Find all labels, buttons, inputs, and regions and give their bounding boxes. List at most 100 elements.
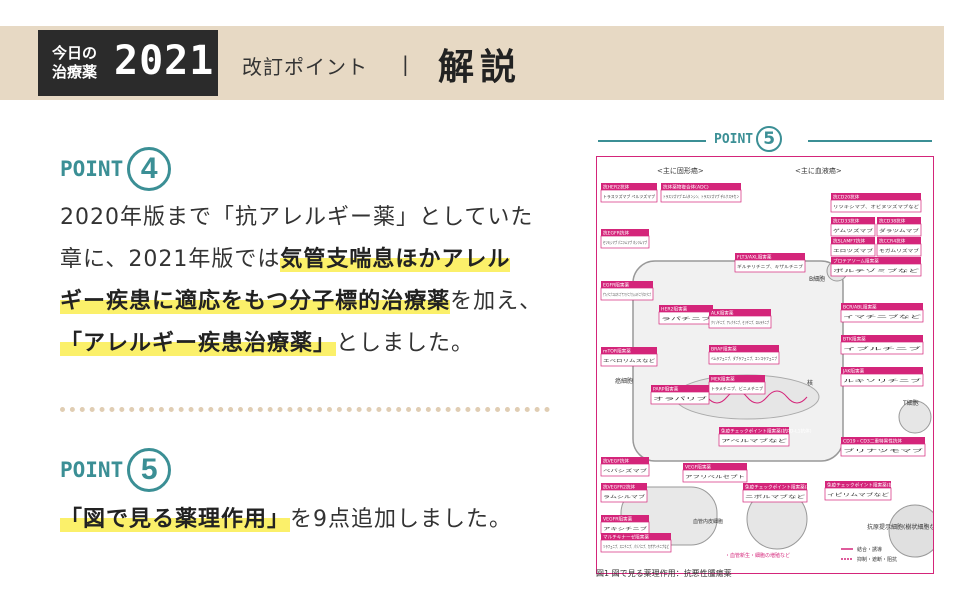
point4-line3-highlight: ギー疾患に適応をもつ分子標的治療薬 [60, 289, 451, 314]
figure-point-number: 5 [756, 126, 783, 152]
drug-box-title-bar [709, 345, 779, 352]
drug-box-title: 抗CCR4抗体 [879, 238, 906, 245]
header-subtitle: 改訂ポイント [242, 55, 368, 79]
drug-box-title: EGFR阻害薬 [603, 282, 629, 289]
drug-box-body [830, 243, 876, 257]
point4-line4: 「アレルギー疾患治療薬」としました。 [60, 323, 542, 365]
drug-box-body [734, 259, 806, 273]
drug-box-body [840, 443, 926, 457]
drug-box-title-bar [831, 257, 921, 264]
drug-box-body [600, 287, 654, 301]
drug-box-title-bar [601, 533, 671, 540]
drug-box: 免疫チェックポイント阻害薬(抗CTLA-4抗体) イピリムマブなど [824, 481, 921, 501]
drug-box-title: 抗CD38抗体 [879, 218, 906, 225]
point4-body: 2020年版まで「抗アレルギー薬」としていた 章に、2021年版では気管支喘息ほ… [60, 197, 542, 365]
hematologic-header: <主に血液癌> [795, 166, 842, 175]
drug-box-title-bar [841, 335, 923, 342]
drug-box-title-bar [841, 437, 925, 444]
drug-box-body [600, 353, 658, 367]
drug-box-title: MEK阻害薬 [711, 376, 735, 383]
drug-box-body [600, 235, 650, 249]
drug-box-title-bar [841, 303, 923, 310]
drug-box-title-bar [601, 183, 657, 190]
drug-box-title: CD19・CD3二重特異性抗体 [843, 438, 902, 445]
mechanism-diagram-svg: <主に固形癌> <主に血液癌> 癌細胞 核 血管内皮細胞 T細胞 抗原提示細胞(… [600, 166, 944, 563]
drug-box-body-text: トラメチニブ、ビニメチニブ [711, 385, 764, 392]
drug-box-title: ALK阻害薬 [711, 310, 734, 317]
drug-box: 免疫チェックポイント阻害薬(抗PD-L1抗体)アベルマブなど [718, 427, 812, 447]
point4-number-badge: 4 [127, 147, 172, 191]
drug-box-title-bar [601, 229, 649, 236]
page-title: 解説 [438, 47, 523, 88]
drug-box-title-bar [709, 309, 771, 316]
drug-box-body-text: オラパリブ [653, 395, 709, 402]
point4-label: POINT [60, 157, 124, 181]
drug-box-body-text: クリゾチニブ、アレクチニブ、セリチニブ、ロルラチニブ [711, 319, 769, 326]
drug-box-title: VEGF阻害薬 [685, 464, 711, 471]
point4-line1: 2020年版まで「抗アレルギー薬」としていた [60, 205, 534, 230]
drug-box-title: 免疫チェックポイント阻害薬(抗PD-1抗体) [745, 484, 833, 491]
drug-box-title-bar [831, 193, 921, 200]
drug-box-title-bar [841, 367, 923, 374]
book-logo: 今日の 治療薬 2021 [38, 30, 218, 96]
drug-box-title-bar [601, 347, 657, 354]
drug-box-title: 抗SLAMF7抗体 [833, 238, 865, 245]
point4-line2-highlight: 気管支喘息ほかアレル [280, 247, 511, 272]
drug-box-title-bar [709, 375, 765, 382]
figure-heading-line-right [808, 140, 932, 142]
drug-box-body-text: ギルテリチニブ、キザルチニブ [737, 263, 804, 270]
drug-box-body [840, 309, 924, 323]
drug-box-body-text: ベムラフェニブ、ダブラフェニブ、エンコラフェニブ [711, 355, 778, 362]
drug-box-title: BCR/ABL阻害薬 [843, 304, 877, 311]
drug-box-title-bar [601, 281, 653, 288]
point4-line3-plain: を加え、 [450, 289, 543, 314]
vessel-label: 血管内皮細胞 [693, 518, 723, 525]
drug-box-title-bar [661, 183, 741, 190]
drug-box-title: 免疫チェックポイント阻害薬(抗CTLA-4抗体) [827, 482, 921, 489]
point4-line2: 章に、2021年版では気管支喘息ほかアレル [60, 239, 542, 281]
drug-box-title-bar [735, 253, 805, 260]
drug-box-body-text: トラスツズマブ ペルツズマブ [603, 193, 656, 200]
solid-tumor-header: <主に固形癌> [657, 166, 704, 175]
drug-box-title: マルチキナーゼ阻害薬 [603, 534, 649, 541]
drug-box-title: mTOR阻害薬 [603, 348, 631, 355]
drug-box-body-text: アベルマブなど [721, 437, 789, 444]
drug-box-body-text: セツキシマブ パニツムマブ ネシツムマブ [603, 239, 647, 246]
drug-box: EGFR阻害薬ゲフィチニブ エルロチニブ アファチニブ オシメルチニブ ダコミチ… [600, 281, 654, 301]
drug-box-body-text: モガムリズマブ [879, 247, 920, 254]
b-cell-label: B細胞 [809, 275, 825, 283]
point5-line1-highlight: 「図で見る薬理作用」 [60, 507, 291, 532]
drug-box-body [876, 223, 922, 237]
drug-box-body-text: イピリムマブなど [827, 491, 890, 498]
drug-box-title-bar [719, 427, 789, 434]
drug-box-title-bar [825, 481, 891, 488]
drug-box-title: 抗CD20抗体 [833, 194, 860, 201]
drug-box-title: BTK阻害薬 [843, 336, 866, 343]
drug-box-body [840, 373, 924, 387]
drug-box-body-text: エベロリムスなど [603, 357, 656, 363]
header-banner: 今日の 治療薬 2021 改訂ポイント | 解説 [0, 26, 944, 100]
drug-box-body-text: イマチニブなど [843, 313, 923, 320]
cancer-cell-label: 癌細胞 [615, 377, 633, 385]
drug-box-title-bar [601, 515, 649, 522]
drug-box-body [742, 489, 808, 503]
point4-line4-highlight: 「アレルギー疾患治療薬」 [60, 331, 337, 356]
point4-line3: ギー疾患に適応をもつ分子標的治療薬を加え、 [60, 281, 542, 323]
figure-heading-line-left [598, 140, 706, 142]
drug-box-title: 抗体薬物複合体(ADC) [663, 184, 709, 191]
angiogenesis-label: ・血管新生・細胞の増殖など [725, 552, 790, 559]
drug-box-body-text: ボルテゾミブなど [833, 267, 921, 274]
